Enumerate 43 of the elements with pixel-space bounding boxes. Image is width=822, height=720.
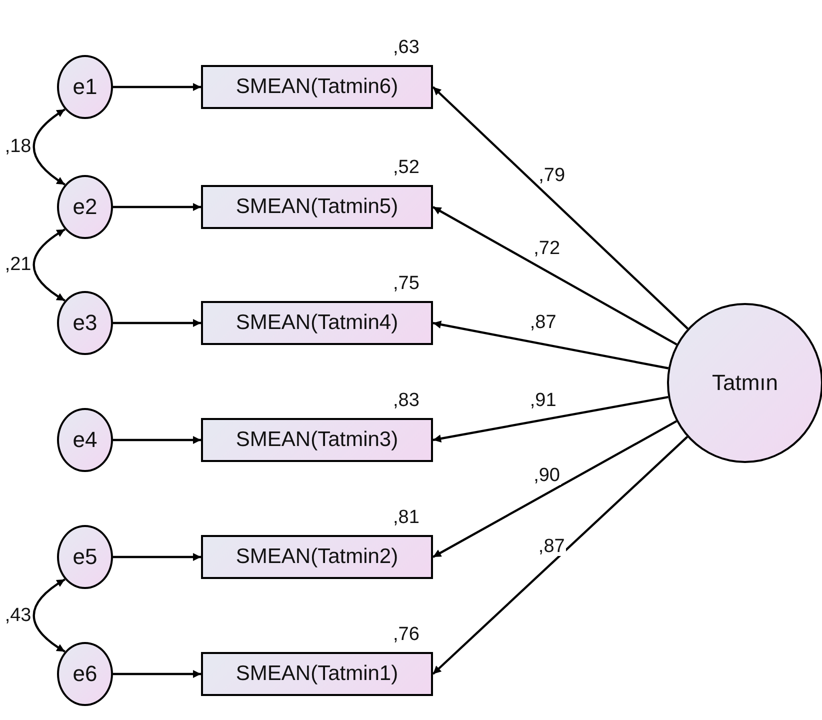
arrow [432, 206, 678, 346]
edge-label: ,87 [537, 537, 566, 556]
arrow [432, 320, 669, 370]
variable-box: SMEAN(Tatmin5) [201, 185, 433, 229]
variable-box: SMEAN(Tatmin6) [201, 65, 433, 109]
arrow [113, 553, 201, 561]
estimate-label: ,52 [393, 158, 420, 177]
edge-label: ,21 [4, 255, 32, 274]
error-circle: e6 [57, 642, 113, 706]
covariance-arrow [32, 578, 66, 653]
estimate-label: ,76 [393, 625, 420, 644]
variable-box: SMEAN(Tatmin2) [201, 535, 433, 579]
arrow [113, 83, 201, 91]
arrow [432, 86, 688, 330]
arrow [113, 203, 201, 211]
error-circle: e4 [57, 408, 113, 472]
arrow [113, 319, 201, 327]
edge-label: ,87 [528, 313, 558, 332]
variable-box: SMEAN(Tatmin1) [201, 652, 433, 696]
edge-label: ,90 [532, 466, 561, 485]
estimate-label: ,83 [393, 391, 420, 410]
latent-variable-circle: Tatmın [667, 303, 822, 463]
error-circle: e5 [57, 525, 113, 589]
estimate-label: ,63 [393, 38, 420, 57]
error-circle: e3 [57, 291, 113, 355]
estimate-label: ,75 [393, 274, 420, 293]
edge-label: ,91 [528, 390, 558, 410]
edge-label: ,43 [4, 606, 32, 624]
edge-label: ,72 [532, 238, 562, 258]
arrow [113, 670, 201, 678]
arrow [113, 436, 201, 444]
estimate-label: ,81 [393, 508, 420, 527]
error-circle: e2 [57, 175, 113, 239]
covariance-arrow [32, 228, 66, 302]
arrow [432, 436, 688, 675]
arrow [432, 420, 678, 558]
edge-label: ,18 [4, 137, 32, 156]
arrow [432, 396, 668, 442]
error-circle: e1 [57, 55, 113, 119]
variable-box: SMEAN(Tatmin4) [201, 301, 433, 345]
variable-box: SMEAN(Tatmin3) [201, 418, 433, 462]
covariance-arrow [32, 108, 66, 186]
edge-label: ,79 [538, 166, 566, 185]
